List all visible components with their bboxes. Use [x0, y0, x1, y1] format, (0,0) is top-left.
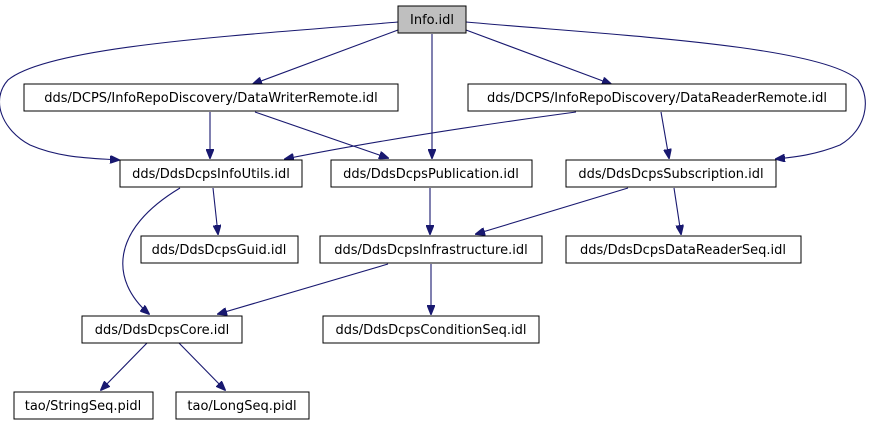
edge-subscription-to-reader-seq — [673, 187, 681, 234]
node-infrastructure[interactable]: dds/DdsDcpsInfrastructure.idl — [319, 235, 543, 264]
edge-info-to-info-utils — [0, 21, 399, 160]
node-guid-label: dds/DdsDcpsGuid.idl — [152, 243, 287, 258]
node-infrastructure-label: dds/DdsDcpsInfrastructure.idl — [334, 243, 527, 258]
node-reader-remote-label: dds/DCPS/InfoRepoDiscovery/DataReaderRem… — [487, 91, 827, 106]
node-writer-remote-label: dds/DCPS/InfoRepoDiscovery/DataWriterRem… — [44, 91, 378, 106]
node-reader-seq[interactable]: dds/DdsDcpsDataReaderSeq.idl — [565, 235, 802, 264]
node-string-seq[interactable]: tao/StringSeq.pidl — [13, 391, 154, 420]
node-condition-seq[interactable]: dds/DdsDcpsConditionSeq.idl — [322, 315, 540, 344]
node-core[interactable]: dds/DdsDcpsCore.idl — [81, 315, 243, 344]
edge-core-to-long-seq — [177, 341, 225, 390]
edge-info-to-reader-remote — [465, 29, 611, 84]
node-string-seq-label: tao/StringSeq.pidl — [25, 399, 142, 414]
edge-core-to-string-seq — [101, 341, 149, 390]
node-core-label: dds/DdsDcpsCore.idl — [95, 323, 230, 338]
node-guid[interactable]: dds/DdsDcpsGuid.idl — [140, 235, 299, 264]
node-info-utils-label: dds/DdsDcpsInfoUtils.idl — [132, 167, 290, 182]
edge-writer-remote-to-publication — [254, 111, 388, 158]
edge-info-to-subscription — [465, 21, 866, 159]
edge-subscription-to-infrastructure — [476, 187, 629, 234]
node-info-label: Info.idl — [410, 13, 454, 28]
node-info-utils[interactable]: dds/DdsDcpsInfoUtils.idl — [119, 159, 303, 188]
node-reader-seq-label: dds/DdsDcpsDataReaderSeq.idl — [580, 243, 786, 258]
edge-reader-remote-to-info-utils — [285, 111, 577, 159]
node-publication-label: dds/DdsDcpsPublication.idl — [343, 167, 519, 182]
node-long-seq[interactable]: tao/LongSeq.pidl — [175, 391, 310, 420]
node-writer-remote[interactable]: dds/DCPS/InfoRepoDiscovery/DataWriterRem… — [23, 83, 399, 112]
node-subscription[interactable]: dds/DdsDcpsSubscription.idl — [565, 159, 777, 188]
node-condition-seq-label: dds/DdsDcpsConditionSeq.idl — [335, 323, 526, 338]
edge-infrastructure-to-core — [218, 263, 389, 314]
edge-info-to-writer-remote — [253, 29, 399, 84]
node-publication[interactable]: dds/DdsDcpsPublication.idl — [330, 159, 533, 188]
node-subscription-label: dds/DdsDcpsSubscription.idl — [578, 167, 763, 182]
edge-info-utils-to-guid — [212, 187, 218, 234]
node-info[interactable]: Info.idl — [397, 5, 467, 34]
edges — [0, 21, 866, 390]
edge-reader-remote-to-subscription — [660, 111, 669, 158]
node-long-seq-label: tao/LongSeq.pidl — [187, 399, 296, 414]
edge-info-utils-to-core — [122, 187, 181, 314]
node-reader-remote[interactable]: dds/DCPS/InfoRepoDiscovery/DataReaderRem… — [467, 83, 847, 112]
nodes: Info.idl dds/DCPS/InfoRepoDiscovery/Data… — [13, 5, 847, 420]
